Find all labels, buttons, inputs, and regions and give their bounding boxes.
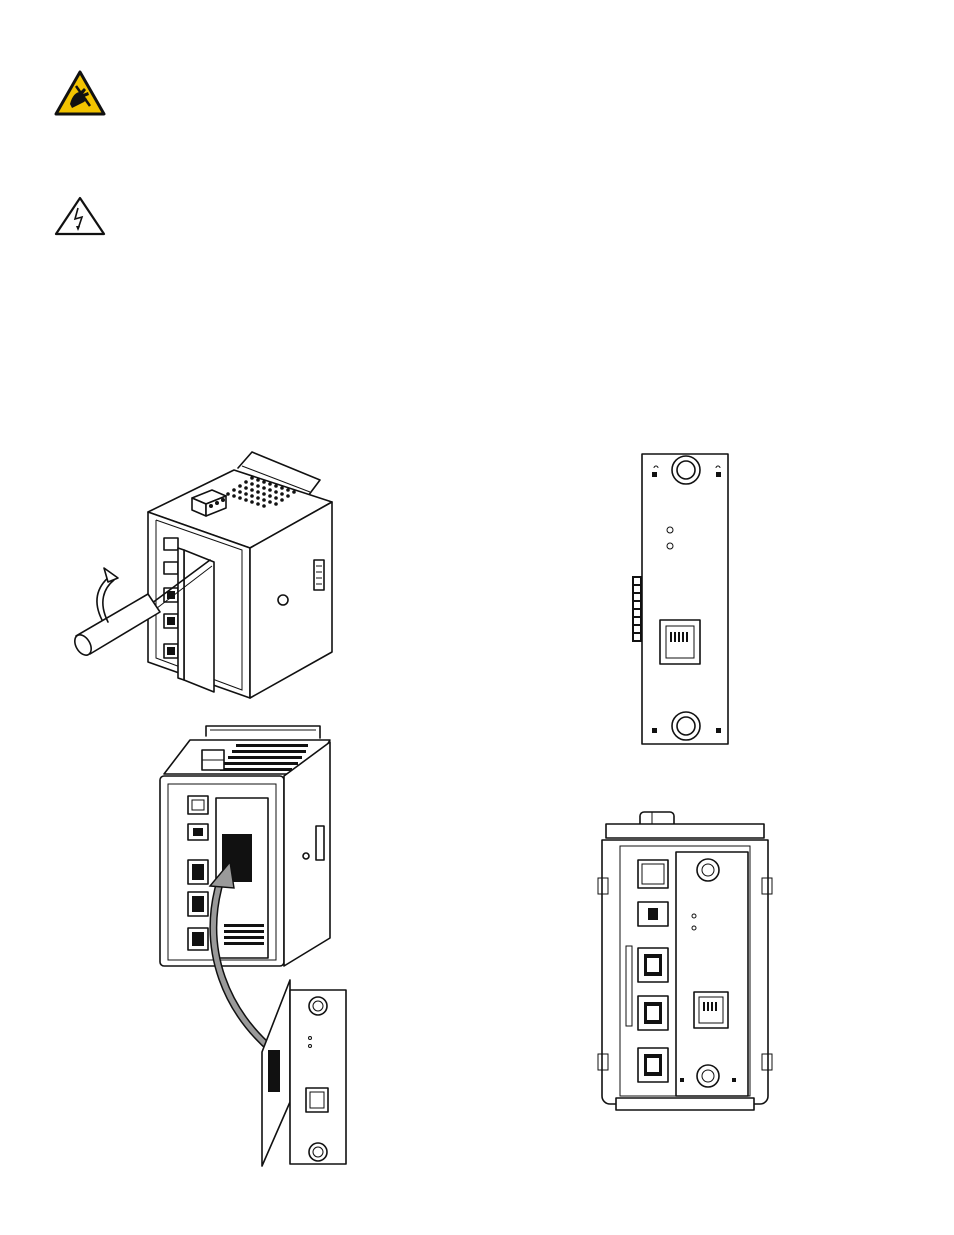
- figure-module-front: [630, 450, 740, 750]
- figure-remove-cover: [70, 440, 340, 705]
- ethernet-port: [660, 620, 700, 664]
- side-connector: [314, 560, 324, 590]
- figure-module-installed: [596, 808, 774, 1114]
- terminal-block-2: [202, 750, 224, 770]
- module-card: [262, 980, 346, 1166]
- figure-insert-module: [150, 722, 360, 1167]
- esd-warning-icon: [54, 70, 106, 116]
- electrical-hazard-icon: [54, 196, 106, 236]
- installed-module: [676, 852, 748, 1096]
